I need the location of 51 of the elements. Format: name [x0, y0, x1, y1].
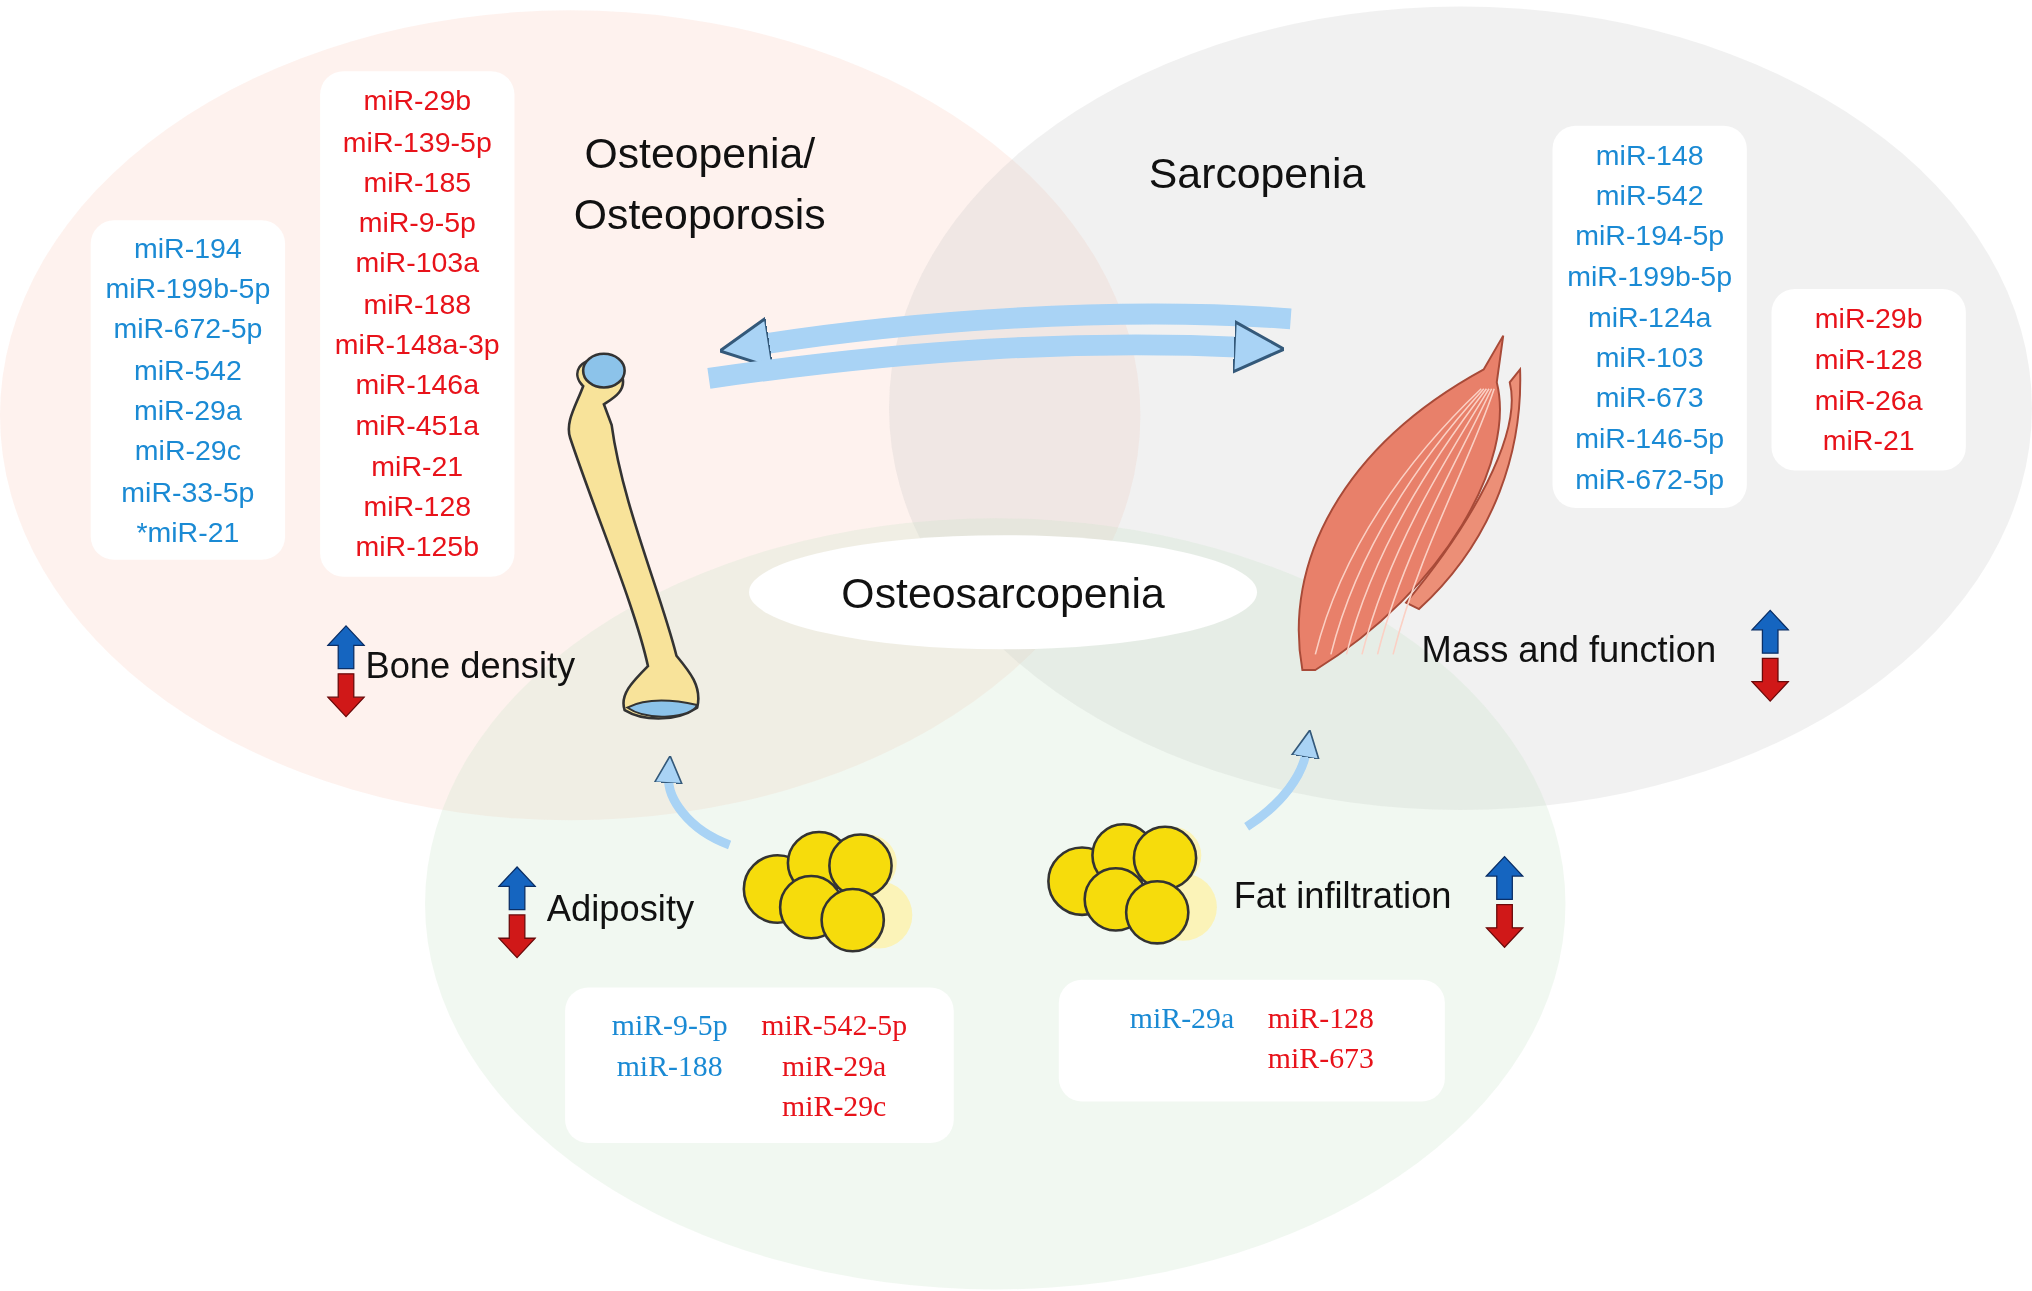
arrow — [654, 754, 732, 850]
mirna-name: miR-148 — [1595, 137, 1704, 173]
mirna-name: miR-542 — [1595, 177, 1704, 214]
mirna-name: miR-199b-5p — [105, 271, 271, 307]
mirna-name: miR-33-5p — [121, 474, 255, 510]
mirna-name: miR-9-5p — [611, 1008, 728, 1044]
indicator-label: Fat infiltration — [1233, 876, 1452, 918]
indicator-label: Bone density — [365, 645, 576, 687]
mirna-name: miR-124a — [1587, 299, 1712, 335]
mirna-name: miR-128 — [363, 489, 472, 525]
mirna-name: *miR-21 — [136, 514, 240, 550]
mirna-name: miR-146a — [355, 367, 480, 403]
mirna-name: miR-29b — [363, 83, 472, 119]
mirna-name: miR-672-5p — [1575, 461, 1725, 498]
mirna-name: miR-194-5p — [1575, 218, 1725, 254]
arrow — [1244, 729, 1320, 831]
region-title: Sarcopenia — [1147, 148, 1367, 199]
mirna-name: miR-542-5p — [761, 1008, 908, 1044]
indicator-label: Adiposity — [546, 889, 695, 931]
arrow — [707, 320, 1286, 389]
mirna-name: miR-103 — [1595, 340, 1704, 376]
mirna-name: miR-29c — [134, 433, 241, 469]
mirna-name: miR-29a — [1129, 1000, 1235, 1037]
mirna-name: miR-21 — [1822, 423, 1915, 459]
mirna-name: miR-29a — [134, 392, 242, 429]
mirna-name: miR-673 — [1595, 380, 1704, 416]
mirna-name: miR-185 — [363, 164, 472, 201]
mirna-name: miR-29c — [782, 1088, 887, 1125]
mirna-name: miR-21 — [371, 448, 464, 484]
mirna-name: miR-26a — [1814, 382, 1923, 418]
indicator-label: Mass and function — [1421, 629, 1717, 672]
mirna-name: miR-188 — [363, 286, 472, 322]
mirna-name: miR-103a — [355, 245, 480, 282]
mirna-name: miR-672-5p — [113, 311, 263, 348]
mirna-name: miR-128 — [1267, 1000, 1374, 1037]
mirna-name: miR-194 — [134, 230, 242, 267]
mirna-name: miR-673 — [1267, 1040, 1374, 1077]
mirna-name: miR-146-5p — [1575, 421, 1725, 457]
mirna-name: miR-199b-5p — [1567, 258, 1733, 295]
diagnosis-title: Osteosarcopenia — [841, 567, 1165, 619]
region-title: Osteopenia/ Osteoporosis — [572, 128, 827, 241]
mirna-name: miR-148a-3p — [334, 326, 500, 363]
mirna-name: miR-29b — [1814, 301, 1923, 337]
mirna-name: miR-188 — [616, 1048, 723, 1085]
mirna-name: miR-29a — [782, 1048, 887, 1085]
mirna-name: miR-139-5p — [342, 124, 492, 160]
mirna-name: miR-128 — [1814, 342, 1923, 378]
mirna-name: miR-542 — [134, 352, 242, 388]
mirna-name: miR-451a — [355, 408, 480, 444]
mirna-name: miR-9-5p — [358, 205, 476, 241]
mirna-name: miR-125b — [355, 529, 480, 566]
